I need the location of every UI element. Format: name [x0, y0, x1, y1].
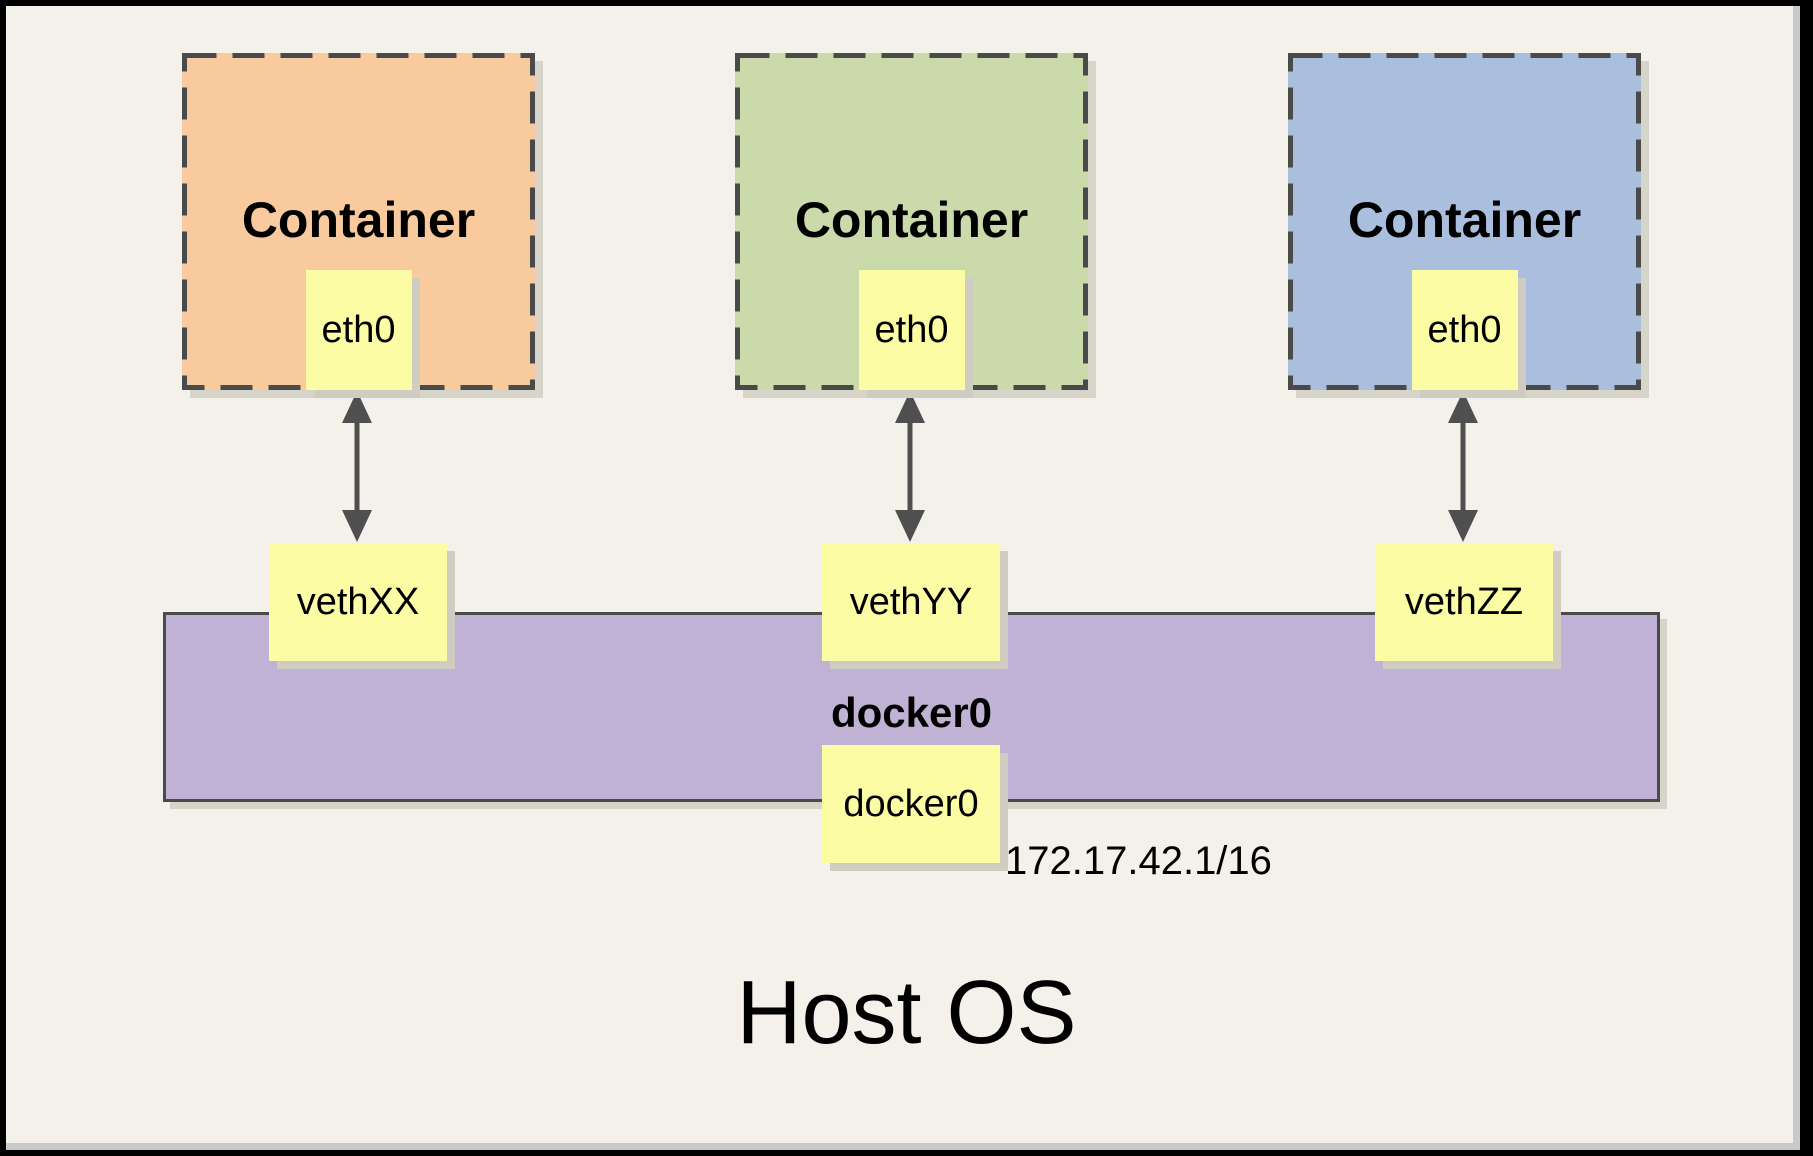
container-title: Container — [1347, 192, 1582, 248]
docker0-interface-chip: docker0 — [822, 745, 1000, 863]
vethyy-label: vethYY — [849, 581, 973, 623]
vethyy-chip: vethYY — [822, 543, 1000, 661]
vethxx-chip: vethXX — [269, 543, 447, 661]
eth0-label: eth0 — [1427, 309, 1502, 351]
docker0-bridge-title: docker0 — [830, 689, 993, 736]
container-title: Container — [241, 192, 476, 248]
docker0-interface-label: docker0 — [843, 783, 979, 825]
container-title: Container — [794, 192, 1029, 248]
vethxx-label: vethXX — [296, 581, 420, 623]
eth0-label: eth0 — [874, 309, 949, 351]
eth0-chip: eth0 — [858, 270, 965, 390]
bridge-ip-label: 172.17.42.1/16 — [1005, 839, 1272, 883]
host-os-title: Host OS — [736, 963, 1077, 1063]
container-box-3: Container eth0 — [1288, 53, 1641, 390]
vethzz-label: vethZZ — [1404, 581, 1524, 623]
container-box-2: Container eth0 — [735, 53, 1088, 390]
eth0-chip: eth0 — [1411, 270, 1518, 390]
eth0-chip: eth0 — [305, 270, 412, 390]
vethzz-chip: vethZZ — [1375, 543, 1553, 661]
eth0-label: eth0 — [321, 309, 396, 351]
container-box-1: Container eth0 — [182, 53, 535, 390]
